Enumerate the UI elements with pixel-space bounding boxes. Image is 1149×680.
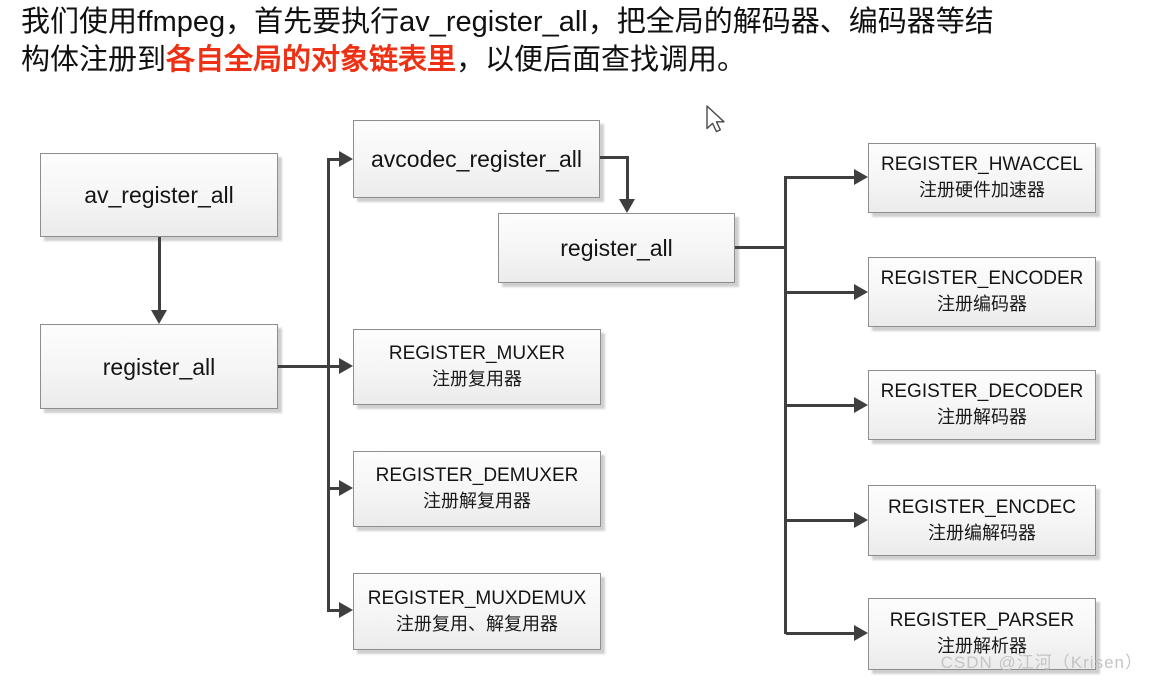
connector-to-hwaccel-line bbox=[786, 176, 855, 179]
node-register-all-mid: register_all bbox=[498, 213, 735, 283]
connector-to-encoder-arrowhead-icon bbox=[854, 284, 868, 300]
connector-to-demuxer-arrowhead-icon bbox=[339, 480, 353, 496]
node-register-muxer-sublabel: 注册复用器 bbox=[432, 369, 522, 389]
connector-to-parser-line bbox=[786, 632, 855, 635]
node-register-parser-label: REGISTER_PARSER bbox=[889, 610, 1075, 631]
description-line2-pre: 构体注册到 bbox=[21, 44, 167, 76]
connector-avreg-to-regall-arrowhead-icon bbox=[151, 310, 167, 324]
node-register-encdec: REGISTER_ENCDEC 注册编解码器 bbox=[868, 485, 1096, 556]
connector-avreg-to-regall-line bbox=[158, 237, 161, 311]
node-register-encdec-sublabel: 注册编解码器 bbox=[928, 522, 1036, 543]
connector-to-encdec-line bbox=[786, 519, 855, 522]
description-text: 我们使用ffmpeg，首先要执行av_register_all，把全局的解码器、… bbox=[21, 3, 1136, 79]
node-avcodec-register-all: avcodec_register_all bbox=[353, 120, 600, 198]
node-register-encdec-label: REGISTER_ENCDEC bbox=[888, 496, 1076, 518]
node-register-encoder-sublabel: 注册编码器 bbox=[937, 294, 1027, 314]
connector-to-muxdemux-line bbox=[330, 609, 341, 612]
node-register-muxdemux: REGISTER_MUXDEMUX 注册复用、解复用器 bbox=[353, 573, 601, 650]
connector-avcodec-elbow-vline bbox=[626, 156, 629, 200]
node-register-muxdemux-label: REGISTER_MUXDEMUX bbox=[367, 587, 587, 609]
connector-to-hwaccel-arrowhead-icon bbox=[854, 169, 868, 185]
connector-regall-feed-line bbox=[278, 365, 330, 368]
node-register-parser-sublabel: 注册解析器 bbox=[937, 636, 1027, 656]
connector-left-trunk-line bbox=[327, 158, 330, 612]
node-register-all-left: register_all bbox=[40, 324, 278, 409]
node-register-demuxer: REGISTER_DEMUXER 注册解复用器 bbox=[353, 451, 601, 527]
node-register-demuxer-label: REGISTER_DEMUXER bbox=[375, 465, 579, 486]
node-register-all-mid-label: register_all bbox=[560, 235, 673, 261]
node-register-parser: REGISTER_PARSER 注册解析器 bbox=[868, 598, 1096, 670]
connector-to-encdec-arrowhead-icon bbox=[854, 512, 868, 528]
connector-to-decoder-arrowhead-icon bbox=[854, 397, 868, 413]
node-register-decoder-sublabel: 注册解码器 bbox=[937, 407, 1027, 427]
mouse-cursor-icon bbox=[703, 105, 729, 140]
connector-to-encoder-line bbox=[786, 291, 855, 294]
node-av-register-all-label: av_register_all bbox=[84, 182, 234, 208]
connector-avcodec-elbow-hline bbox=[600, 156, 629, 159]
watermark-text: CSDN @江河（Krisen） bbox=[940, 653, 1143, 672]
node-register-decoder-label: REGISTER_DECODER bbox=[880, 381, 1084, 402]
connector-to-avcodec-line bbox=[330, 158, 341, 161]
node-register-hwaccel-sublabel: 注册硬件加速器 bbox=[919, 180, 1045, 200]
description-line2-post: ，以便后面查找调用。 bbox=[456, 44, 747, 76]
connector-to-parser-arrowhead-icon bbox=[854, 625, 868, 641]
connector-to-decoder-line bbox=[786, 404, 855, 407]
node-register-muxer: REGISTER_MUXER 注册复用器 bbox=[353, 329, 601, 405]
node-register-encoder: REGISTER_ENCODER 注册编码器 bbox=[868, 257, 1096, 327]
connector-to-muxdemux-arrowhead-icon bbox=[339, 602, 353, 618]
node-register-hwaccel-label: REGISTER_HWACCEL bbox=[881, 154, 1083, 175]
description-highlight: 各自全局的对象链表里 bbox=[166, 44, 457, 76]
node-register-muxdemux-sublabel: 注册复用、解复用器 bbox=[396, 613, 558, 634]
node-av-register-all: av_register_all bbox=[40, 153, 278, 237]
node-register-encoder-label: REGISTER_ENCODER bbox=[880, 268, 1084, 289]
node-register-decoder: REGISTER_DECODER 注册解码器 bbox=[868, 370, 1096, 440]
connector-avcodec-elbow-arrowhead-icon bbox=[619, 199, 635, 213]
node-avcodec-register-all-label: avcodec_register_all bbox=[371, 146, 582, 172]
connector-to-avcodec-arrowhead-icon bbox=[339, 151, 353, 167]
node-register-all-left-label: register_all bbox=[102, 353, 216, 380]
node-register-demuxer-sublabel: 注册解复用器 bbox=[423, 491, 531, 511]
connector-regall-mid-feed-line bbox=[735, 246, 786, 249]
connector-to-muxer-arrowhead-icon bbox=[339, 358, 353, 374]
connector-to-muxer-line bbox=[330, 365, 341, 368]
connector-to-demuxer-line bbox=[330, 487, 341, 490]
node-register-hwaccel: REGISTER_HWACCEL 注册硬件加速器 bbox=[868, 143, 1096, 213]
connector-right-trunk-line bbox=[784, 176, 787, 634]
node-register-muxer-label: REGISTER_MUXER bbox=[388, 343, 566, 364]
description-line1: 我们使用ffmpeg，首先要执行av_register_all，把全局的解码器、… bbox=[21, 6, 994, 38]
